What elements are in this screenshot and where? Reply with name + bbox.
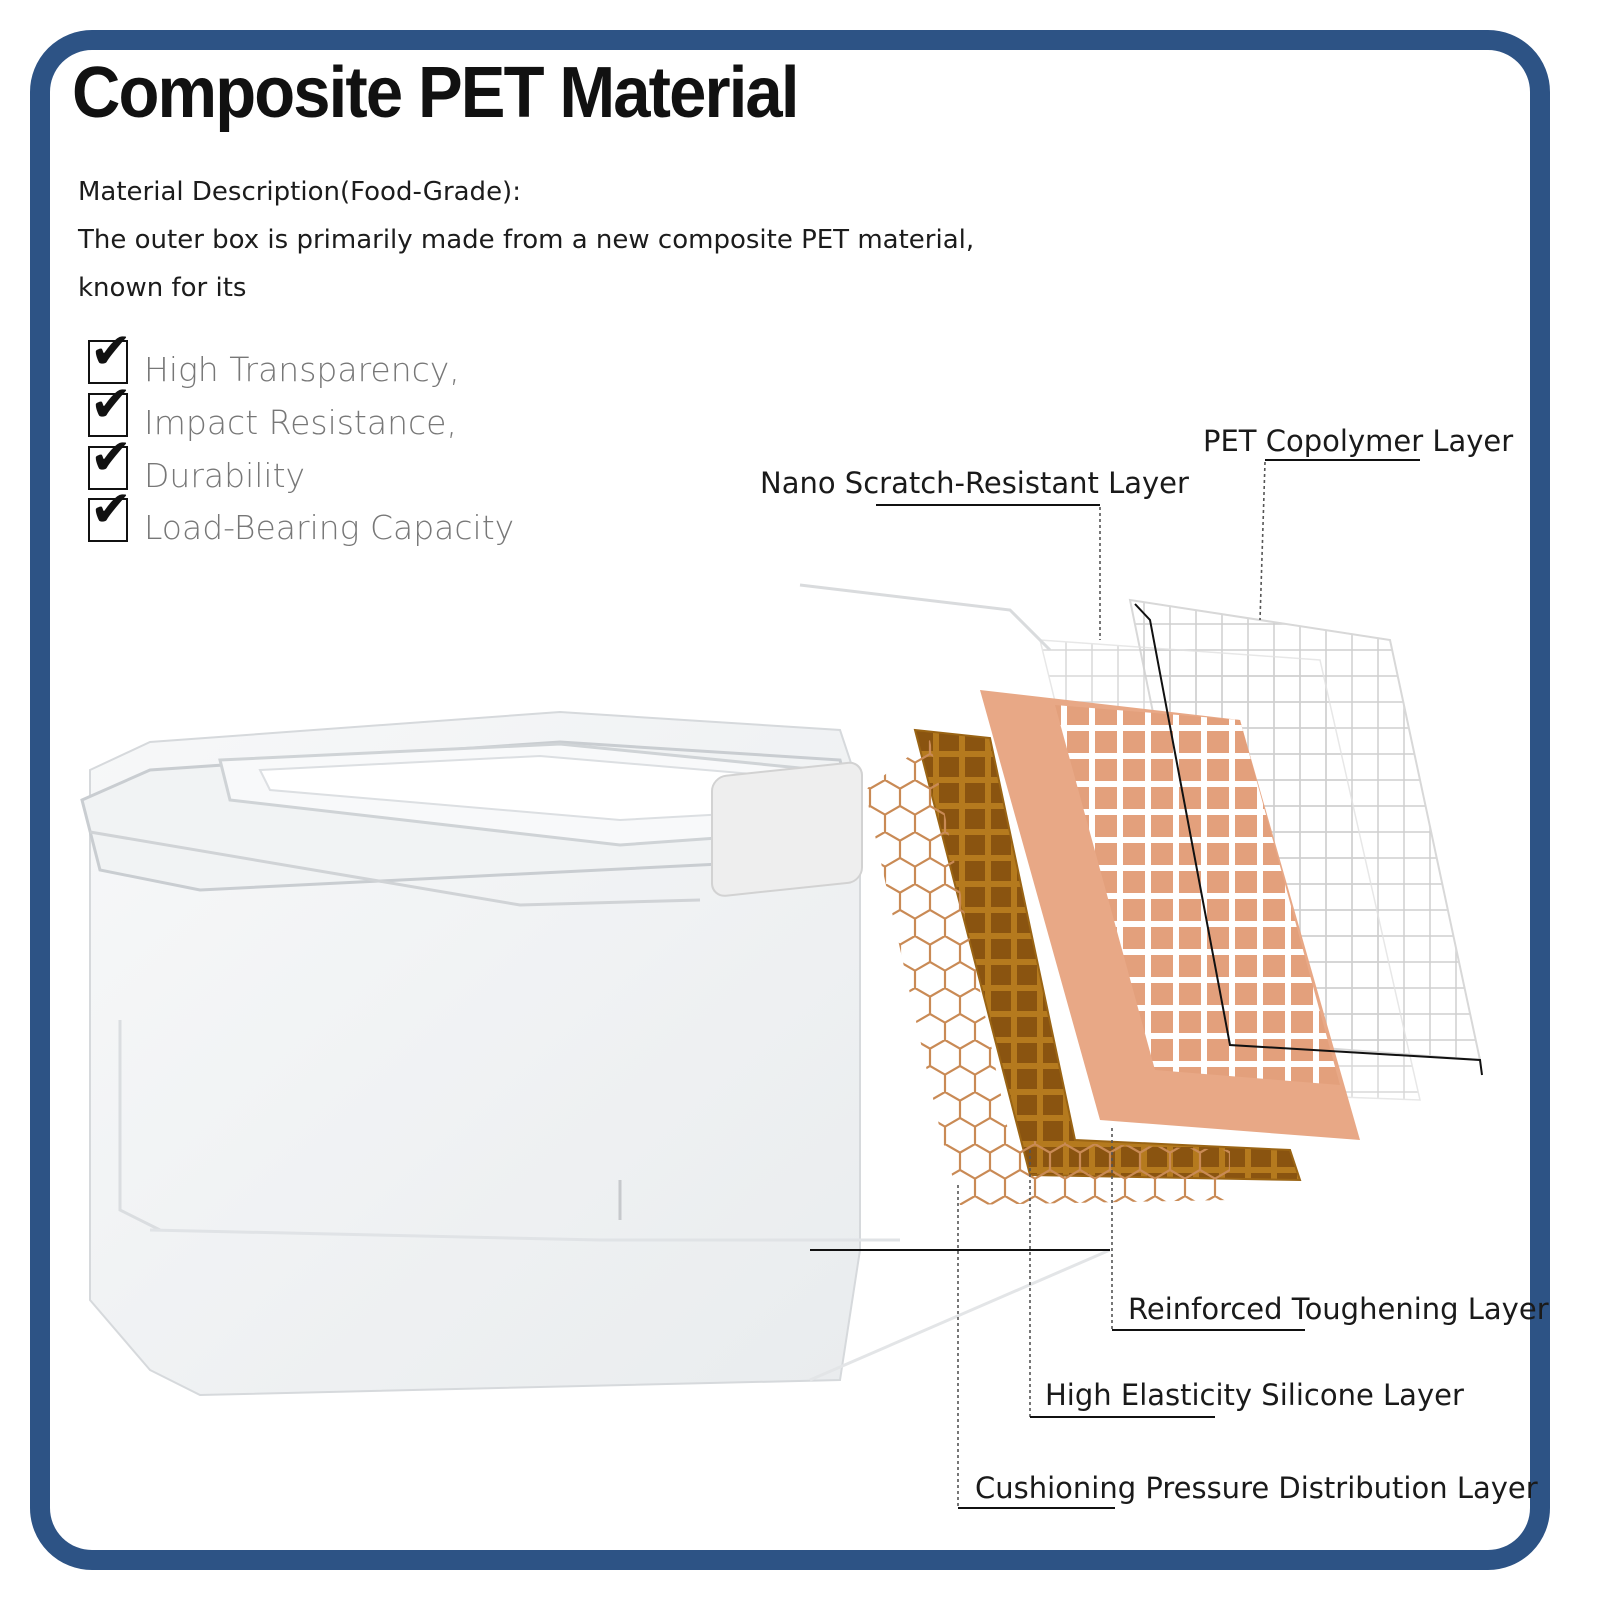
material-description: Material Description(Food-Grade): The ou…	[78, 172, 974, 316]
feature-label: Impact Resistance,	[144, 403, 457, 442]
cushioning-honeycomb-sheet	[865, 740, 1230, 1205]
description-line-1: Material Description(Food-Grade):	[78, 177, 521, 207]
label-high-elasticity-silicone-layer: High Elasticity Silicone Layer	[1045, 1378, 1464, 1412]
feature-label: Load-Bearing Capacity	[144, 508, 515, 547]
checkbox-icon	[88, 498, 128, 542]
checkbox-icon	[88, 340, 128, 384]
checkmark-icon: ✔	[90, 428, 132, 486]
page-title: Composite PET Material	[72, 53, 799, 133]
checkmark-icon: ✔	[90, 480, 132, 538]
checkbox-icon	[88, 393, 128, 437]
leader-lines	[876, 459, 1483, 1509]
feature-label: Durability	[144, 456, 306, 495]
label-pet-copolymer-layer: PET Copolymer Layer	[1203, 424, 1514, 458]
feature-label: High Transparency,	[144, 350, 460, 389]
label-reinforced-toughening-layer: Reinforced Toughening Layer	[1128, 1292, 1549, 1326]
label-cushioning-pressure-distribution-layer: Cushioning Pressure Distribution Layer	[975, 1471, 1538, 1505]
label-nano-scratch-resistant-layer: Nano Scratch-Resistant Layer	[760, 466, 1189, 500]
checkbox-icon	[88, 446, 128, 490]
checkmark-icon: ✔	[90, 375, 132, 433]
description-line-2: The outer box is primarily made from a n…	[78, 225, 975, 255]
nano-scratch-sheet	[980, 690, 1360, 1140]
checkmark-icon: ✔	[90, 322, 132, 380]
container-box-illustration	[80, 710, 1111, 1397]
description-line-3: known for its	[78, 273, 247, 303]
